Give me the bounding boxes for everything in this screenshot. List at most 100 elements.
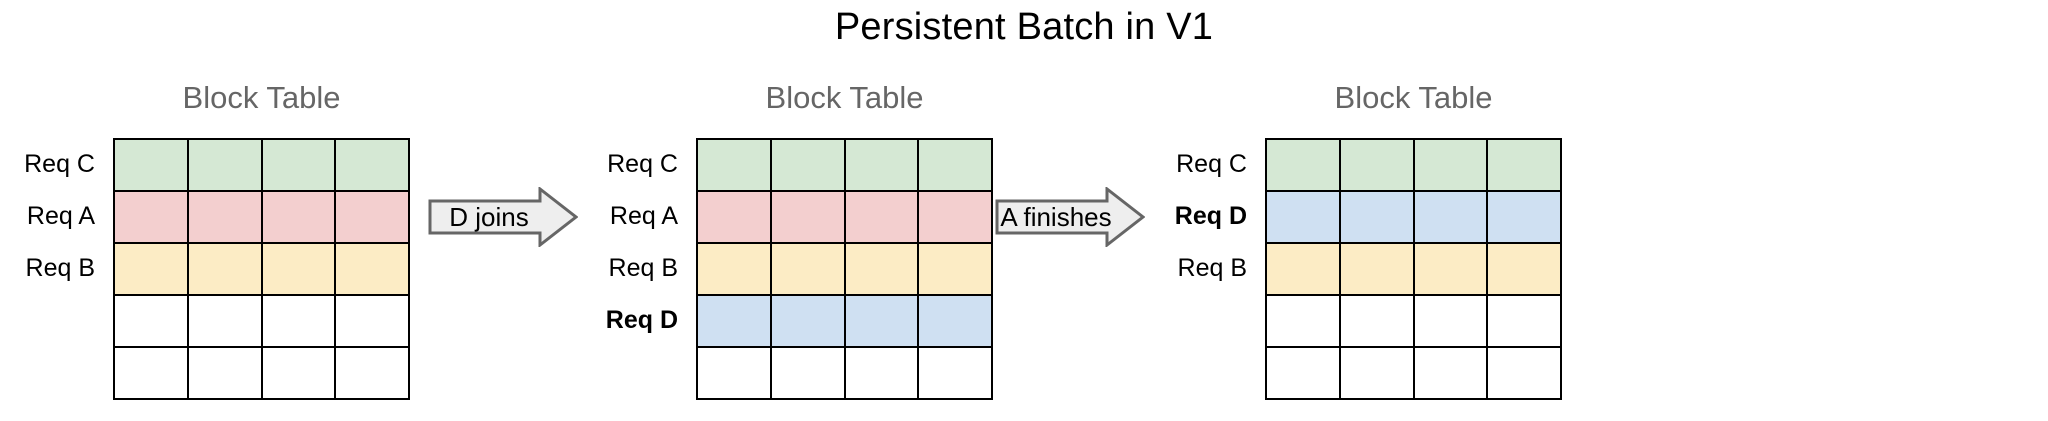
block-cell — [1265, 242, 1341, 296]
table-row — [113, 242, 410, 296]
block-cell — [1412, 346, 1489, 400]
block-cell — [186, 294, 263, 348]
block-cell — [769, 346, 846, 400]
block-table-title: Block Table — [1334, 80, 1493, 115]
block-cell — [334, 346, 410, 400]
block-cell — [917, 190, 993, 244]
block-cell — [334, 294, 410, 348]
block-cell — [260, 346, 337, 400]
block-cell — [769, 138, 846, 192]
block-cell — [1338, 346, 1415, 400]
block-cell — [769, 242, 846, 296]
block-cell — [1265, 294, 1341, 348]
block-cell — [769, 294, 846, 348]
block-cell — [113, 190, 189, 244]
block-cell — [1486, 190, 1562, 244]
table-row — [1265, 190, 1562, 244]
arrow-shape — [428, 187, 578, 247]
block-cell — [260, 190, 337, 244]
row-label-empty — [1152, 346, 1256, 398]
block-cell — [186, 242, 263, 296]
row-label: Req D — [605, 306, 678, 334]
row-label: Req A — [26, 202, 95, 230]
block-cell — [1338, 190, 1415, 244]
block-cell — [917, 294, 993, 348]
block-cell — [1338, 242, 1415, 296]
block-cell — [260, 294, 337, 348]
table-row — [113, 294, 410, 348]
table-row — [696, 138, 993, 192]
row-label-empty — [0, 294, 104, 346]
block-cell — [113, 242, 189, 296]
block-cell — [843, 190, 920, 244]
block-cell — [1412, 190, 1489, 244]
arrow-icon — [995, 187, 1145, 247]
block-cell — [696, 190, 772, 244]
block-cell — [696, 242, 772, 296]
block-cell — [1412, 138, 1489, 192]
block-table-grid — [696, 138, 993, 400]
block-cell — [113, 346, 189, 400]
block-cell — [1265, 190, 1341, 244]
row-label: Req D — [1174, 202, 1247, 230]
block-cell — [1412, 294, 1489, 348]
row-label: Req C — [607, 150, 678, 178]
row-label-column: Req C Req A Req B — [0, 138, 104, 398]
block-cell — [1338, 138, 1415, 192]
block-cell — [843, 242, 920, 296]
block-cell — [1486, 294, 1562, 348]
table-row — [696, 242, 993, 296]
block-cell — [917, 242, 993, 296]
block-cell — [186, 346, 263, 400]
block-table-title: Block Table — [765, 80, 924, 115]
block-cell — [843, 346, 920, 400]
row-label-empty — [0, 346, 104, 398]
table-row — [1265, 294, 1562, 348]
arrow-icon — [428, 187, 578, 247]
table-row — [113, 346, 410, 400]
table-row — [1265, 138, 1562, 192]
transition-arrow: A finishes — [995, 187, 1145, 247]
row-label: Req B — [608, 254, 678, 282]
block-cell — [1265, 138, 1341, 192]
block-cell — [260, 138, 337, 192]
block-cell — [186, 190, 263, 244]
table-row — [113, 190, 410, 244]
block-table-grid — [113, 138, 410, 400]
block-cell — [769, 190, 846, 244]
block-cell — [1338, 294, 1415, 348]
block-cell — [696, 138, 772, 192]
transition-arrow: D joins — [428, 187, 578, 247]
row-label: Req B — [25, 254, 95, 282]
table-row — [113, 138, 410, 192]
block-cell — [1486, 138, 1562, 192]
block-cell — [917, 346, 993, 400]
row-label: Req B — [1177, 254, 1247, 282]
row-label: Req C — [24, 150, 95, 178]
row-label-empty — [583, 346, 687, 398]
block-cell — [186, 138, 263, 192]
block-cell — [113, 138, 189, 192]
table-row — [696, 190, 993, 244]
block-cell — [334, 190, 410, 244]
block-cell — [1486, 346, 1562, 400]
block-table-title: Block Table — [182, 80, 341, 115]
block-table-grid — [1265, 138, 1562, 400]
arrow-shape — [995, 187, 1145, 247]
block-cell — [843, 294, 920, 348]
block-cell — [843, 138, 920, 192]
block-cell — [1412, 242, 1489, 296]
block-cell — [334, 138, 410, 192]
page-title: Persistent Batch in V1 — [834, 6, 1214, 48]
block-cell — [1486, 242, 1562, 296]
block-cell — [1265, 346, 1341, 400]
table-row — [1265, 346, 1562, 400]
block-cell — [334, 242, 410, 296]
table-row — [696, 294, 993, 348]
table-row — [696, 346, 993, 400]
